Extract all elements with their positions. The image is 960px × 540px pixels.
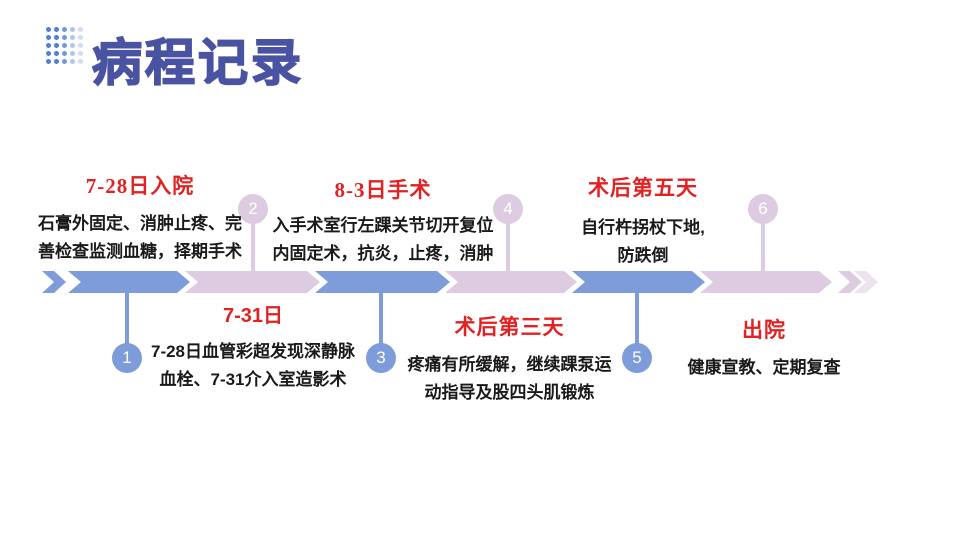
timeline-arrow-band	[42, 271, 878, 293]
milestone-2-date-header: 7-31日	[222, 305, 284, 327]
milestone-5-label: 术后第五天 自行杵拐杖下地, 防跌倒	[528, 172, 758, 269]
milestone-2-number-badge: 2	[238, 194, 268, 224]
milestone-5-stem	[635, 291, 639, 345]
milestone-4-number-badge: 4	[493, 194, 523, 224]
milestone-4-stem	[506, 222, 510, 274]
arrow-segment-6	[700, 271, 832, 293]
milestone-6-description: 健康宣教、定期复查	[687, 358, 841, 377]
dot-grid-decoration	[46, 27, 86, 67]
milestone-2-stem	[251, 222, 255, 274]
milestone-1-number-badge: 1	[112, 343, 142, 373]
timeline-end-chevron-icon	[838, 271, 862, 293]
milestone-3-description: 入手术室行左踝关节切开复位 内固定术，抗炎，止疼，消肿	[272, 216, 494, 263]
milestone-3-date-header: 8-3日手术	[334, 178, 432, 202]
milestone-6-label: 出院 健康宣教、定期复查	[649, 314, 879, 382]
milestone-3-stem	[379, 291, 383, 345]
milestone-6-number-badge: 6	[748, 194, 778, 224]
page-title: 病程记录	[91, 34, 304, 92]
milestone-4-description: 疼痛有所缓解，继续踝泵运 动指导及股四头肌锻炼	[407, 355, 612, 402]
milestone-5-description: 自行杵拐杖下地, 防跌倒	[581, 218, 705, 265]
milestone-3-label: 8-3日手术 入手术室行左踝关节切开复位 内固定术，抗炎，止疼，消肿	[260, 174, 506, 267]
milestone-5-number-badge: 5	[622, 343, 652, 373]
milestone-1-description: 石膏外固定、消肿止疼、完 善检查监测血糖，择期手术	[38, 214, 242, 261]
milestone-4-date-header: 术后第三天	[454, 315, 565, 339]
timeline-start-chevron-icon	[42, 271, 66, 293]
arrow-segment-4	[445, 271, 577, 293]
arrow-segment-2	[185, 271, 320, 293]
arrow-segment-5	[572, 271, 705, 293]
milestone-3-number-badge: 3	[366, 343, 396, 373]
milestone-2-label: 7-31日 7-28日血管彩超发现深静脉 血栓、7-31介入室造影术	[138, 299, 368, 393]
milestone-6-date-header: 出院	[742, 318, 786, 342]
milestone-2-description: 7-28日血管彩超发现深静脉 血栓、7-31介入室造影术	[150, 342, 356, 389]
arrow-segment-1	[68, 271, 190, 293]
milestone-1-label: 7-28日入院 石膏外固定、消肿止疼、完 善检查监测血糖，择期手术	[25, 170, 255, 265]
milestone-4-label: 术后第三天 疼痛有所缓解，继续踝泵运 动指导及股四头肌锻炼	[392, 311, 627, 406]
milestone-6-stem	[761, 222, 765, 274]
milestone-1-date-header: 7-28日入院	[85, 174, 195, 198]
arrow-segment-3	[315, 271, 450, 293]
milestone-1-stem	[125, 291, 129, 345]
milestone-5-date-header: 术后第五天	[588, 176, 698, 200]
timeline-end-chevron-icon	[854, 271, 878, 293]
